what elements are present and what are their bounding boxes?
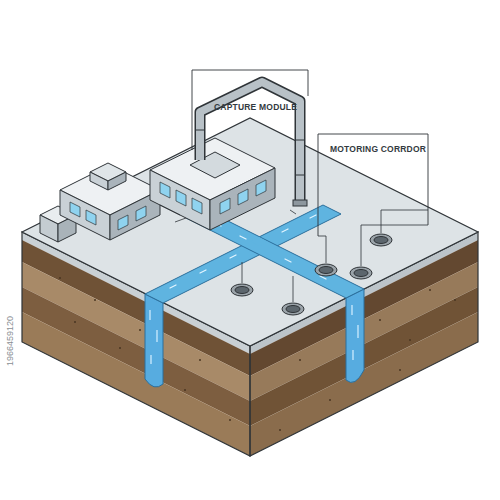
callout-label: MOTORING CORRDOR [330, 144, 426, 154]
watermark-number: 1966459120 [5, 306, 15, 376]
callout-label: CAPTURE MODULE [214, 102, 297, 112]
